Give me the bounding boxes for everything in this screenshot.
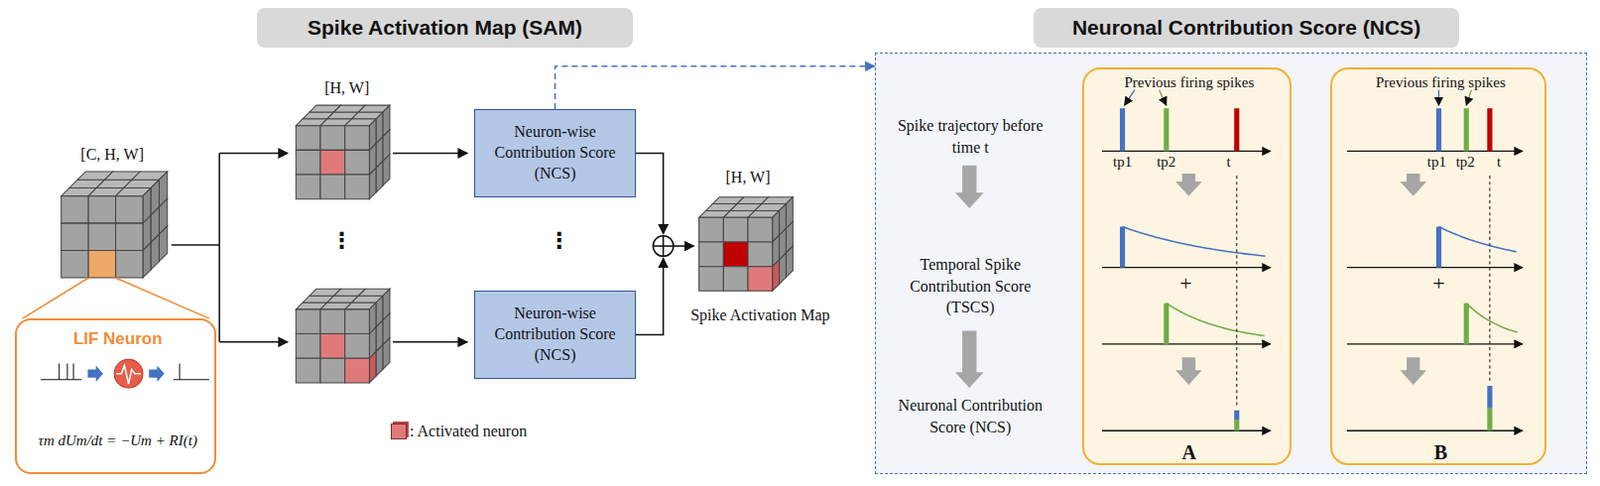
caption-label: Spike Activation Map xyxy=(690,306,830,325)
node-label: Neuronal Contribution Score (NCS) xyxy=(1072,13,1421,41)
wire xyxy=(392,152,468,155)
wire xyxy=(1488,175,1490,384)
title-bar: Neuronal Contribution Score (NCS) xyxy=(1033,7,1460,47)
wire xyxy=(662,236,665,257)
time-tick: tp1 xyxy=(1427,153,1447,171)
wire xyxy=(1347,430,1523,432)
wire xyxy=(171,244,220,247)
node-text: τm dUm/dt = −Um + RI(t) xyxy=(16,430,219,451)
wire xyxy=(635,152,664,234)
wire xyxy=(219,341,288,344)
process-box: Neuron-wise Contribution Score (NCS) xyxy=(474,109,636,197)
node-label: Spike Activation Map (SAM) xyxy=(307,13,583,41)
ellipsis: ⋮ xyxy=(331,228,354,253)
node-label: Neuron-wise Contribution Score (NCS) xyxy=(479,122,631,184)
flow-arrow xyxy=(1175,173,1203,197)
time-tick: t xyxy=(1496,153,1501,171)
title-bar: Spike Activation Map (SAM) xyxy=(256,7,633,47)
time-tick: tp2 xyxy=(1456,153,1476,171)
neuron-cube xyxy=(295,288,390,383)
node-text: Neuronal Contribution Score (NCS) xyxy=(888,394,1053,438)
neuron-cube xyxy=(295,105,390,200)
node-text: Temporal Spike Contribution Score (TSCS) xyxy=(888,253,1053,319)
wire xyxy=(1102,266,1271,268)
dashed-connector xyxy=(555,66,875,110)
wire xyxy=(1466,90,1472,106)
time-tick: t xyxy=(1226,153,1231,171)
wire xyxy=(1102,343,1271,345)
example-panel: Previous firing spikesB xyxy=(1330,67,1547,466)
wire xyxy=(1466,303,1517,333)
example-panel: Previous firing spikesA xyxy=(1082,67,1292,466)
flow-arrow xyxy=(1175,357,1203,385)
wire xyxy=(1124,90,1135,106)
wire xyxy=(1347,150,1523,152)
dimension-label: [H, W] xyxy=(324,79,370,98)
wire xyxy=(673,245,695,247)
wire xyxy=(635,257,664,335)
neuron-cube xyxy=(61,171,168,278)
neuron-cube xyxy=(699,197,794,292)
plus-sign: + xyxy=(1432,270,1445,297)
lif-neuron-box: LIF Neuron τm dUm/dt = −Um + RI(t) xyxy=(14,318,217,475)
flow-arrow xyxy=(955,165,985,209)
wire xyxy=(219,152,288,155)
dimension-label: [C, H, W] xyxy=(80,145,144,164)
wire xyxy=(1438,90,1440,106)
wire xyxy=(392,341,468,344)
wire xyxy=(1159,90,1167,106)
time-tick: tp2 xyxy=(1156,153,1176,171)
flow-arrow xyxy=(955,330,985,388)
legend-swatch xyxy=(390,423,407,440)
lif-symbol xyxy=(40,359,210,388)
node-label: Neuron-wise Contribution Score (NCS) xyxy=(479,303,631,366)
wire xyxy=(1347,266,1523,268)
legend-text: : Activated neuron xyxy=(409,422,527,441)
dimension-label: [H, W] xyxy=(726,168,771,187)
wire xyxy=(1347,343,1523,345)
wire xyxy=(1102,150,1271,152)
process-box: Neuron-wise Contribution Score (NCS) xyxy=(474,290,636,378)
wire xyxy=(22,277,90,319)
flow-arrow xyxy=(1399,357,1427,385)
wire xyxy=(1122,227,1266,257)
time-tick: tp1 xyxy=(1112,153,1132,171)
node-label: Previous firing spikes xyxy=(1332,72,1549,93)
node-text: B xyxy=(1332,439,1549,467)
wire xyxy=(218,152,221,342)
wire xyxy=(115,277,210,319)
node-label: LIF Neuron xyxy=(16,328,219,352)
wire xyxy=(1166,303,1265,337)
wire xyxy=(1102,430,1271,432)
plus-sign: + xyxy=(1179,270,1192,297)
sum-symbol xyxy=(652,236,674,257)
ncs-panel: Spike trajectory before time t Temporal S… xyxy=(874,52,1588,475)
flow-arrow xyxy=(1399,173,1427,197)
node-label: Previous firing spikes xyxy=(1084,72,1294,93)
wire xyxy=(1235,175,1237,409)
wire xyxy=(652,245,674,247)
node-text: A xyxy=(1084,439,1294,467)
legend-entry: : Activated neuron xyxy=(390,422,527,441)
wire xyxy=(1438,227,1516,252)
node-label: Spike trajectory before time t xyxy=(888,115,1053,158)
ellipsis: ⋮ xyxy=(548,228,571,253)
